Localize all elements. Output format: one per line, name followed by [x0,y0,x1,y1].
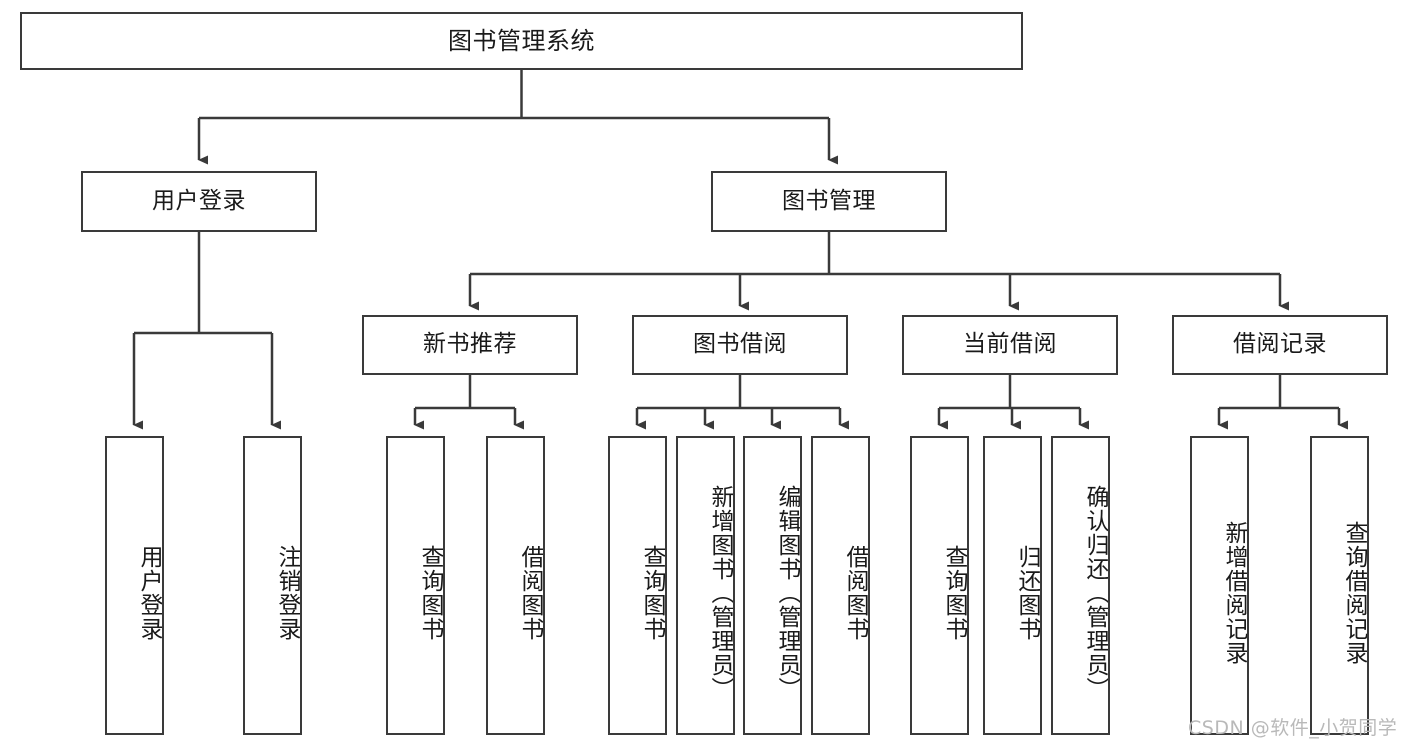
leaf-label: 用户登录 [136,544,162,641]
leaf-label: 注销登录 [274,544,300,641]
leaf-borrow-book[interactable]: 借阅图书 [811,436,870,735]
node-book-management[interactable]: 图书管理 [711,171,947,232]
leaf-borrow-book-recommend[interactable]: 借阅图书 [486,436,545,735]
leaf-query-book-current[interactable]: 查询图书 [910,436,969,735]
leaf-label: 新增图书（管理员） [707,484,733,701]
leaf-label: 借阅图书 [842,544,868,641]
leaf-user-login[interactable]: 用户登录 [105,436,164,735]
node-new-book-recommend[interactable]: 新书推荐 [362,315,578,375]
leaf-query-book-recommend[interactable]: 查询图书 [386,436,445,735]
leaf-query-book-borrow[interactable]: 查询图书 [608,436,667,735]
leaf-label: 查询借阅记录 [1341,520,1367,665]
leaf-add-book-admin[interactable]: 新增图书（管理员） [676,436,735,735]
leaf-label: 编辑图书（管理员） [774,484,800,701]
node-book-borrow[interactable]: 图书借阅 [632,315,848,375]
leaf-label: 新增借阅记录 [1221,520,1247,665]
leaf-logout[interactable]: 注销登录 [243,436,302,735]
leaf-edit-book-admin[interactable]: 编辑图书（管理员） [743,436,802,735]
leaf-return-book[interactable]: 归还图书 [983,436,1042,735]
csdn-watermark: CSDN @软件_小贺同学 [1188,717,1398,739]
node-root-system[interactable]: 图书管理系统 [20,12,1023,70]
node-user-login[interactable]: 用户登录 [81,171,317,232]
leaf-query-borrow-record[interactable]: 查询借阅记录 [1310,436,1369,735]
leaf-label: 查询图书 [417,544,443,641]
leaf-add-borrow-record[interactable]: 新增借阅记录 [1190,436,1249,735]
node-current-borrow[interactable]: 当前借阅 [902,315,1118,375]
leaf-label: 借阅图书 [517,544,543,641]
leaf-label: 归还图书 [1014,544,1040,641]
leaf-label: 确认归还（管理员） [1082,484,1108,701]
leaf-confirm-return-admin[interactable]: 确认归还（管理员） [1051,436,1110,735]
node-borrow-record[interactable]: 借阅记录 [1172,315,1388,375]
leaf-label: 查询图书 [941,544,967,641]
leaf-label: 查询图书 [639,544,665,641]
